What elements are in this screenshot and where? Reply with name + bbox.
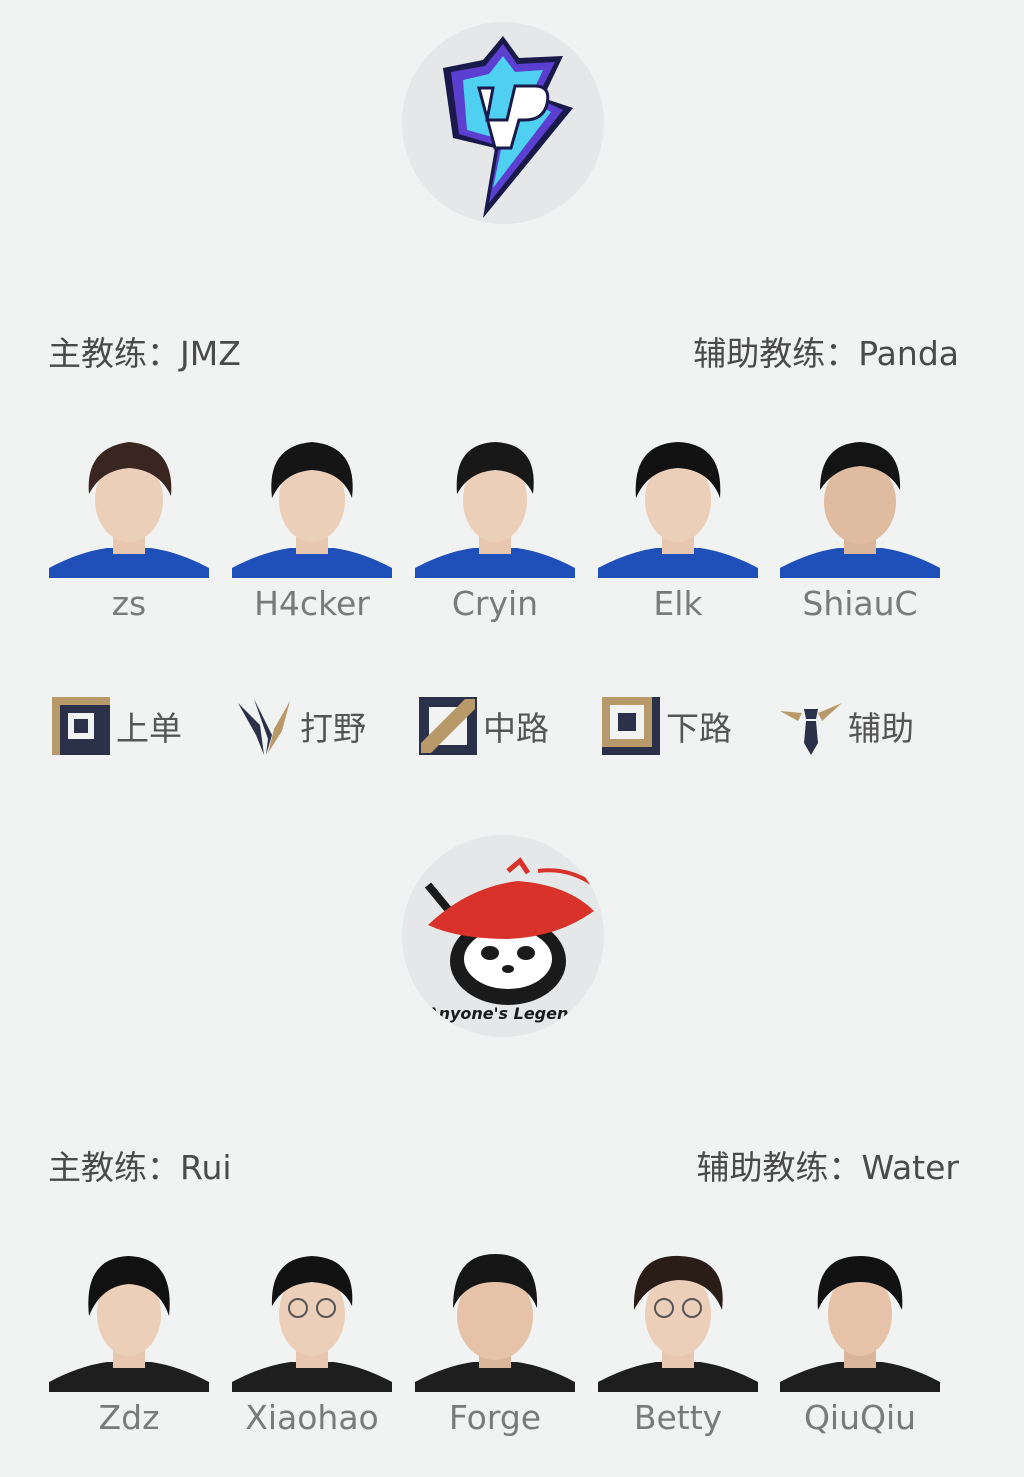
player-portrait: [598, 442, 758, 578]
role-label: 下路: [666, 709, 732, 748]
team2-logo: Anyone's Legend: [402, 835, 604, 1037]
player-name: Forge: [448, 1398, 542, 1437]
role-label: 辅助: [848, 709, 914, 748]
role-label: 打野: [300, 709, 366, 748]
role-support: 辅助: [778, 693, 914, 759]
player-name: Zdz: [98, 1398, 160, 1437]
team1-head-coach: 主教练：JMZ: [48, 334, 241, 373]
player-name: Elk: [653, 584, 703, 623]
player-portrait: [232, 1256, 392, 1392]
player-portrait: [415, 1254, 575, 1392]
player-name: H4cker: [254, 584, 370, 623]
team1-player-card[interactable]: zs: [49, 428, 209, 624]
role-label: 上单: [116, 709, 182, 748]
team1-player-card[interactable]: Elk: [598, 428, 758, 624]
team1-assistant-coach: 辅助教练：Panda: [693, 334, 959, 373]
team2-assistant-coach: 辅助教练：Water: [696, 1148, 959, 1187]
team1-player-card[interactable]: ShiauC: [780, 428, 940, 624]
player-portrait: [232, 442, 392, 578]
player-portrait: [415, 442, 575, 578]
team2-player-card[interactable]: Xiaohao: [232, 1242, 392, 1438]
player-name: Betty: [633, 1398, 723, 1437]
team2-head-coach: 主教练：Rui: [48, 1148, 232, 1187]
team1-logo: [402, 22, 604, 224]
role-mid: 中路: [417, 693, 549, 759]
team2-player-card[interactable]: Zdz: [49, 1242, 209, 1438]
jungle-icon: [238, 699, 290, 755]
team2-player-card[interactable]: Forge: [415, 1242, 575, 1438]
team2-logo-text: Anyone's Legend: [424, 1004, 580, 1023]
team2-player-card[interactable]: Betty: [598, 1242, 758, 1438]
team2-player-card[interactable]: QiuQiu: [780, 1242, 940, 1438]
role-top: 上单: [50, 693, 182, 759]
player-name: Cryin: [451, 584, 539, 623]
role-jungle: 打野: [234, 693, 366, 759]
player-name: ShiauC: [802, 584, 918, 623]
player-name: Xiaohao: [245, 1398, 379, 1437]
player-name: QiuQiu: [803, 1398, 917, 1437]
panda-team-logo-icon: Anyone's Legend: [424, 857, 596, 1023]
player-portrait: [598, 1255, 758, 1392]
support-icon: [780, 703, 842, 755]
team1-player-card[interactable]: H4cker: [232, 428, 392, 624]
team1-player-card[interactable]: Cryin: [415, 428, 575, 624]
player-portrait: [49, 442, 209, 578]
role-label: 中路: [483, 709, 549, 748]
player-portrait: [780, 442, 940, 578]
player-portrait: [780, 1256, 940, 1392]
top-lane-icon: [52, 697, 110, 755]
role-bot: 下路: [600, 693, 732, 759]
player-portrait: [49, 1256, 209, 1392]
player-name: zs: [111, 584, 147, 623]
up-team-logo-icon: [443, 36, 573, 218]
mid-lane-icon: [419, 697, 477, 755]
bot-lane-icon: [602, 697, 660, 755]
